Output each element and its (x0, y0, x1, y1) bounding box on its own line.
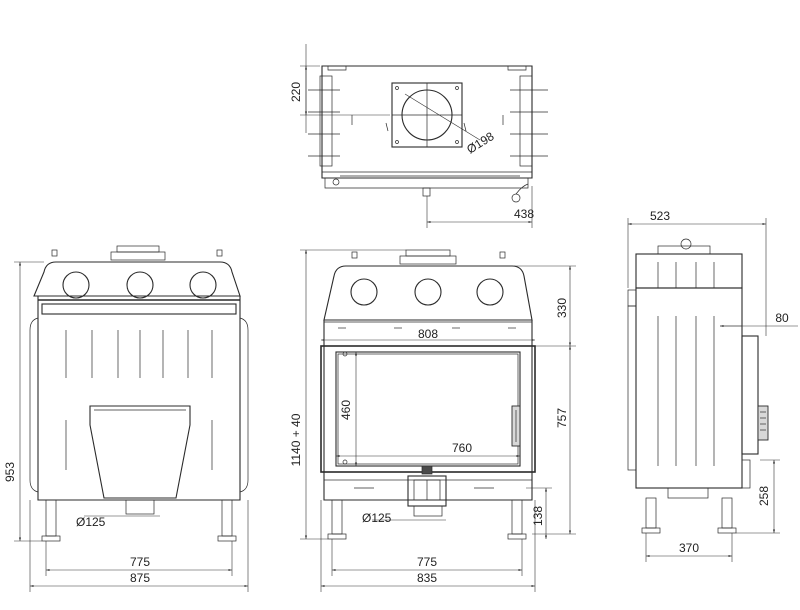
side-outlet-label: 80 (775, 311, 789, 325)
top-section-height-label: 330 (555, 298, 569, 318)
glass-door (335, 351, 521, 467)
opening-height-label: 757 (555, 408, 569, 428)
left-height-label: 953 (3, 462, 17, 482)
left-pipe-label: Ø125 (76, 515, 106, 529)
center-pipe-label: Ø125 (362, 511, 392, 525)
center-flue-3 (476, 278, 504, 306)
left-slots (65, 330, 213, 470)
top-view-left-fins (308, 75, 340, 167)
side-inlet-height-label: 258 (757, 486, 771, 506)
front-view-center: Ø125 808 460 760 1140 + 40 330 757 138 7… (289, 249, 576, 592)
front-view-left: Ø125 953 775 875 (3, 245, 249, 592)
foot-height-label: 138 (531, 506, 545, 526)
left-flue-2 (126, 271, 154, 299)
side-base-depth-label: 370 (679, 541, 699, 555)
top-view: Ø198 220 438 (289, 44, 548, 228)
top-height-label: 220 (289, 82, 303, 102)
side-depth-label: 523 (650, 209, 670, 223)
side-ribs (657, 262, 715, 466)
center-flue-2 (414, 278, 442, 306)
center-outer-width-label: 835 (417, 571, 437, 585)
ash-hopper (89, 405, 191, 499)
left-inner-width-label: 775 (130, 555, 150, 569)
glass-door-frame (320, 345, 536, 473)
left-flue-1 (62, 271, 90, 299)
inner-glass-width-label: 760 (452, 441, 472, 455)
rear-outlet (741, 335, 759, 455)
center-flue-1 (350, 278, 378, 306)
center-inner-width-label: 775 (417, 555, 437, 569)
left-flue-3 (189, 271, 217, 299)
side-view: 523 80 258 370 (627, 209, 798, 562)
total-height-label: 1140 + 40 (289, 413, 303, 466)
left-outer-width-label: 875 (130, 571, 150, 585)
glass-width-label: 808 (418, 327, 438, 341)
glass-height-label: 460 (339, 400, 353, 420)
top-view-right-fins (510, 75, 548, 167)
top-offset-label: 438 (514, 207, 534, 221)
